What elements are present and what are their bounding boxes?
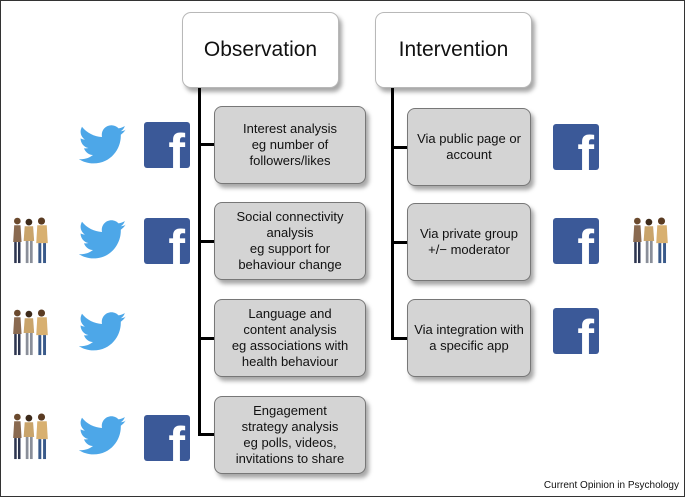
- facebook-icon: f: [144, 122, 190, 177]
- intervention-branch-3: [391, 337, 407, 340]
- twitter-bird-icon: [79, 220, 127, 260]
- intervention-branch-2: [391, 241, 407, 244]
- observation-item-label: Social connectivity analysis eg support …: [236, 209, 344, 272]
- observation-item-connectivity: Social connectivity analysis eg support …: [214, 202, 366, 280]
- people-group-icon: [10, 215, 52, 267]
- facebook-icon: f: [144, 415, 190, 470]
- observation-trunk-line: [198, 88, 201, 435]
- observation-branch-1: [198, 143, 214, 146]
- twitter-bird-icon: [79, 312, 127, 352]
- intervention-item-label: Via private group +/− moderator: [419, 226, 519, 257]
- intervention-item-public: Via public page or account: [407, 108, 531, 186]
- intervention-title: Intervention: [398, 38, 509, 61]
- facebook-letter: f: [168, 124, 185, 180]
- intervention-item-private: Via private group +/− moderator: [407, 203, 531, 281]
- observation-branch-3: [198, 337, 214, 340]
- people-group-icon: [630, 215, 672, 267]
- intervention-header: Intervention: [375, 12, 532, 88]
- facebook-letter: f: [168, 220, 185, 276]
- twitter-bird-icon: [79, 416, 127, 456]
- intervention-branch-1: [391, 146, 407, 149]
- intervention-item-label: Via integration with a specific app: [414, 322, 524, 353]
- people-group-icon: [10, 411, 52, 463]
- intervention-trunk-line: [391, 88, 394, 340]
- facebook-letter: f: [577, 126, 594, 182]
- facebook-icon: f: [553, 218, 599, 273]
- observation-item-engagement: Engagement strategy analysis eg polls, v…: [214, 396, 366, 474]
- journal-credit: Current Opinion in Psychology: [543, 480, 679, 491]
- observation-item-label: Language and content analysis eg associa…: [231, 306, 349, 369]
- facebook-letter: f: [577, 220, 594, 276]
- twitter-bird-icon: [79, 125, 127, 165]
- observation-item-label: Interest analysis eg number of followers…: [243, 121, 337, 168]
- facebook-icon: f: [144, 218, 190, 273]
- observation-item-language: Language and content analysis eg associa…: [214, 299, 366, 377]
- facebook-icon: f: [553, 308, 599, 363]
- intervention-item-app: Via integration with a specific app: [407, 299, 531, 377]
- facebook-letter: f: [168, 417, 185, 473]
- intervention-item-label: Via public page or account: [417, 131, 521, 162]
- observation-item-interest: Interest analysis eg number of followers…: [214, 106, 366, 184]
- observation-branch-2: [198, 240, 214, 243]
- facebook-letter: f: [577, 310, 594, 366]
- people-group-icon: [10, 307, 52, 359]
- observation-title: Observation: [203, 38, 318, 61]
- facebook-icon: f: [553, 124, 599, 179]
- observation-branch-4: [198, 433, 214, 436]
- observation-item-label: Engagement strategy analysis eg polls, v…: [235, 403, 345, 466]
- observation-header: Observation: [182, 12, 339, 88]
